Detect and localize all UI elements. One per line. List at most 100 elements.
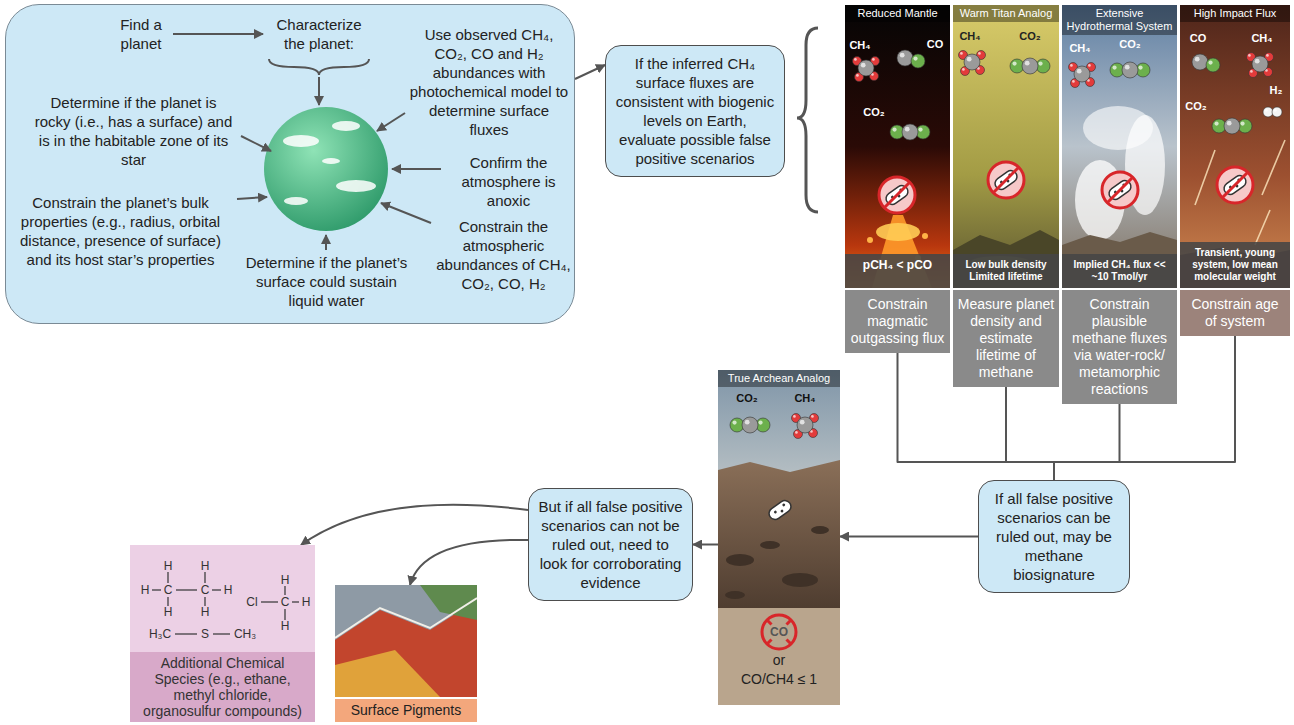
planet-cloud (284, 197, 308, 205)
scenario-note: Low bulk density Limited lifetime (953, 254, 1059, 288)
steam-sky (1062, 5, 1177, 288)
connector (410, 540, 528, 585)
scenario-title: Warm Titan Analog (953, 5, 1059, 22)
atom-shine (1070, 64, 1073, 67)
microbe-body (767, 498, 794, 522)
meteor-streak (1255, 210, 1270, 245)
microbe-body (884, 183, 911, 207)
atom-shine (1250, 70, 1253, 73)
microbe-icon (1107, 178, 1134, 202)
connector (1006, 387, 1054, 480)
prohibition-circle (988, 162, 1024, 198)
atom-shine (795, 431, 798, 434)
illustration-label: CO (770, 625, 788, 639)
microbe-body (993, 168, 1020, 192)
rock (726, 554, 754, 566)
scenario-note: pCH₄ < pCO (845, 254, 950, 288)
atom-ball (1252, 56, 1268, 72)
atom-shine (1227, 121, 1232, 126)
illustration-label: H (141, 583, 150, 597)
panel-text: Determine if the planet is rocky (i.e., … (31, 93, 236, 169)
illustration-label: CH₄ (794, 392, 815, 405)
atom-shine (1240, 121, 1244, 125)
rock (725, 591, 745, 599)
atom-ball (897, 50, 913, 66)
atom-shine (1255, 59, 1260, 64)
atom-shine (1088, 64, 1091, 67)
chemical-bond (175, 633, 197, 634)
atom-shine (811, 415, 814, 418)
atom-shine (960, 52, 963, 55)
action-text: Measure planet density and estimate life… (957, 296, 1055, 381)
pigment-pond (335, 650, 440, 697)
atom-shine (1195, 57, 1200, 62)
panel-text: Determine if the planet’s surface could … (239, 253, 414, 310)
atom-ball (1272, 107, 1282, 117)
illustration-label: H₂ (1270, 84, 1283, 97)
panel-text: Use observed CH₄, CO₂, CO and H₂ abundan… (409, 25, 569, 139)
atom-ball (1192, 54, 1208, 70)
pointer-arrow (392, 168, 441, 170)
condition-text: CO/CH4 ≤ 1 (718, 671, 840, 687)
atom-ball (797, 417, 813, 433)
chemical-bond (213, 633, 230, 634)
action-text: Constrain magmatic outgassing flux (849, 296, 946, 347)
curly-bracket (269, 59, 369, 75)
atom-ball (1074, 66, 1090, 82)
atom-shine (1012, 61, 1016, 65)
panel-caption: Surface Pigments (335, 699, 477, 722)
atom-ball (1224, 118, 1240, 134)
prohibition-circle (762, 615, 796, 649)
atom-shine (793, 415, 796, 418)
atom-ball (742, 417, 758, 433)
illustration-label: CO (927, 38, 944, 51)
atom-shine (856, 74, 859, 77)
illustration-label: C (281, 595, 290, 609)
atom-shine (918, 127, 922, 131)
atom-shine (900, 53, 905, 58)
prohibition-slash (994, 168, 1018, 192)
atom-shine (1248, 54, 1251, 57)
prohibition-circle (1217, 167, 1253, 203)
atom-shine (1038, 61, 1042, 65)
illustration-label: CH₄ (959, 30, 980, 43)
atom-shine (758, 420, 762, 424)
illustration-label: CO₂ (1119, 38, 1140, 51)
panel-text: Constrain the planet’s bulk properties (… (13, 193, 228, 269)
evidence-panel: Surface Pigments (335, 585, 477, 722)
scenario-title: High Impact Flux (1180, 5, 1290, 22)
scenario-title: Reduced Mantle (845, 5, 950, 22)
panel-text: Characterize the planet: (269, 15, 369, 53)
atom-ball (1022, 58, 1038, 74)
atom-shine (1274, 109, 1277, 112)
atom-shine (872, 58, 875, 61)
archean-footer (718, 608, 840, 705)
prohibition-cross (767, 620, 772, 625)
atom-shine (1125, 65, 1130, 70)
chemical-bond (292, 601, 299, 602)
atom-shine (1077, 69, 1082, 74)
atom-shine (1072, 80, 1075, 83)
atom-ball (902, 124, 918, 140)
chemical-bond (284, 609, 285, 620)
atom-ball (964, 54, 980, 70)
illustration-label: H₃C (149, 627, 171, 641)
pond-water (335, 585, 477, 697)
box-text: If all false positive scenarios can be r… (987, 489, 1121, 584)
illustration-label: CO₂ (736, 392, 757, 405)
atom-shine (1266, 54, 1269, 57)
chemical-bond (176, 589, 197, 590)
volcano-sky (845, 5, 950, 288)
illustration-label: H (302, 595, 311, 609)
condition-text: or (718, 652, 840, 668)
prohibition-slash (1108, 178, 1132, 202)
panel-caption: Additional Chemical Species (e.g., ethan… (130, 652, 315, 722)
atom-shine (1265, 109, 1268, 112)
illustration-label: H (164, 605, 173, 619)
chemical-bond (167, 597, 168, 606)
action-box: Constrain plausible methane fluxes via w… (1062, 290, 1177, 404)
planet-globe (264, 107, 388, 231)
pointer-arrow (241, 136, 271, 151)
archean-sky (718, 370, 840, 480)
illustration-label: CH₄ (849, 39, 870, 52)
